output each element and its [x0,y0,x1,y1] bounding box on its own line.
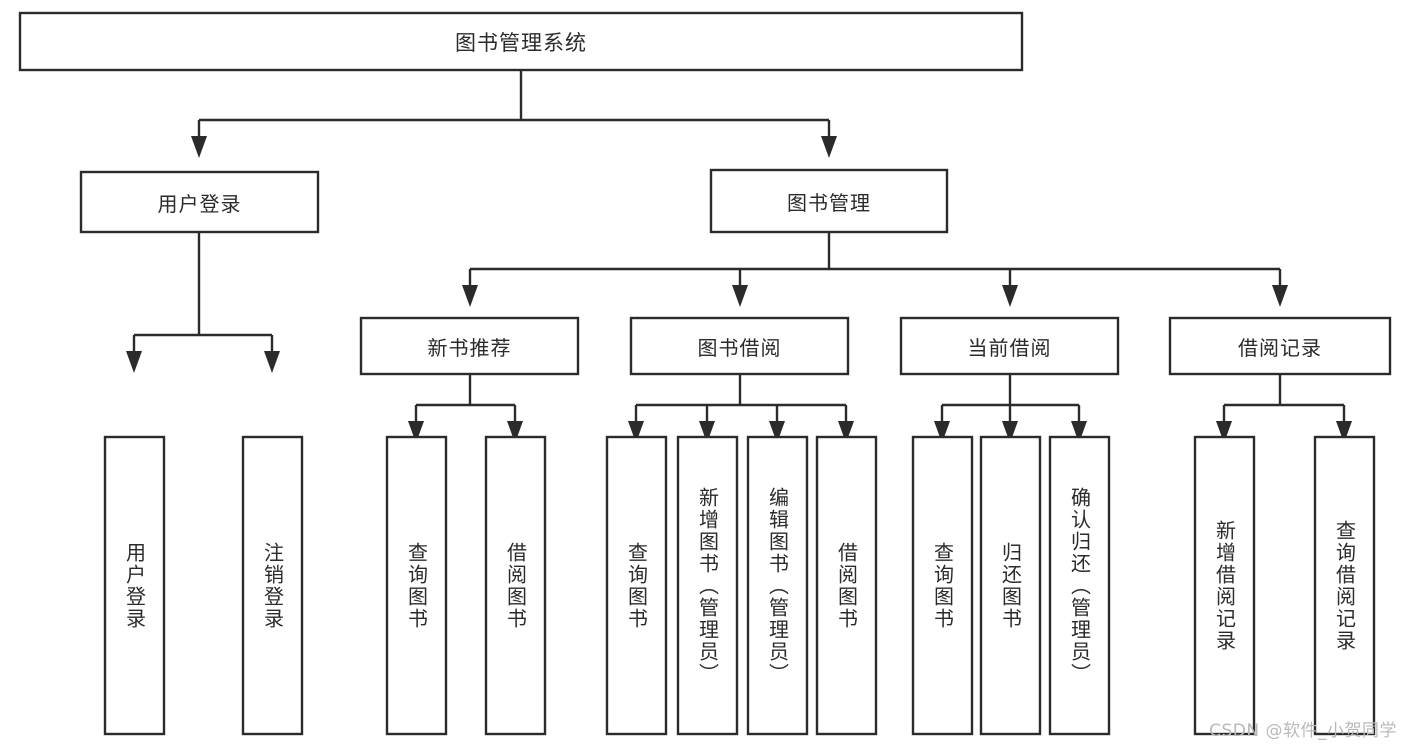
node-box-root[interactable] [18,11,1024,72]
arrow-head-icon [838,421,854,443]
node-box-leaf-add-book[interactable] [676,435,739,736]
arrow-head-icon [934,421,950,443]
arrow-head-icon [732,285,748,307]
node-box-leaf-query-record[interactable] [1313,435,1376,736]
node-box-current-borrow[interactable] [899,316,1120,376]
node-box-book-borrow[interactable] [629,316,850,376]
node-box-leaf-user-login[interactable] [103,435,166,736]
arrow-head-icon [264,351,280,373]
node-box-leaf-query-book-2[interactable] [605,435,668,736]
node-box-leaf-borrow-book-2[interactable] [815,435,878,736]
arrow-head-icon [769,421,785,443]
arrow-head-icon [1002,285,1018,307]
node-box-borrow-record[interactable] [1168,316,1392,376]
node-box-book-manage[interactable] [709,168,949,234]
arrow-head-icon [699,421,715,443]
arrow-head-icon [1336,421,1352,443]
node-box-leaf-add-record[interactable] [1193,435,1256,736]
arrow-head-icon [821,136,837,158]
arrow-head-icon [507,421,523,443]
arrow-head-icon [1216,421,1232,443]
node-box-leaf-edit-book[interactable] [746,435,809,736]
arrow-head-icon [126,351,142,373]
watermark: CSDN @软件_小贺同学 [1209,721,1397,741]
node-box-leaf-return-book[interactable] [979,435,1042,736]
node-box-leaf-borrow-book-1[interactable] [484,435,547,736]
node-box-new-book-rec[interactable] [359,316,580,376]
node-box-leaf-confirm-return[interactable] [1048,435,1111,736]
node-box-leaf-logout[interactable] [241,435,304,736]
arrow-head-icon [1002,421,1018,443]
arrow-head-icon [628,421,644,443]
node-box-leaf-query-book-3[interactable] [911,435,974,736]
node-box-leaf-query-book-1[interactable] [385,435,448,736]
arrow-head-icon [462,285,478,307]
arrow-head-icon [191,136,207,158]
arrow-head-icon [1071,421,1087,443]
node-box-user-login[interactable] [79,170,320,234]
arrow-head-icon [408,421,424,443]
arrow-head-icon [1272,285,1288,307]
